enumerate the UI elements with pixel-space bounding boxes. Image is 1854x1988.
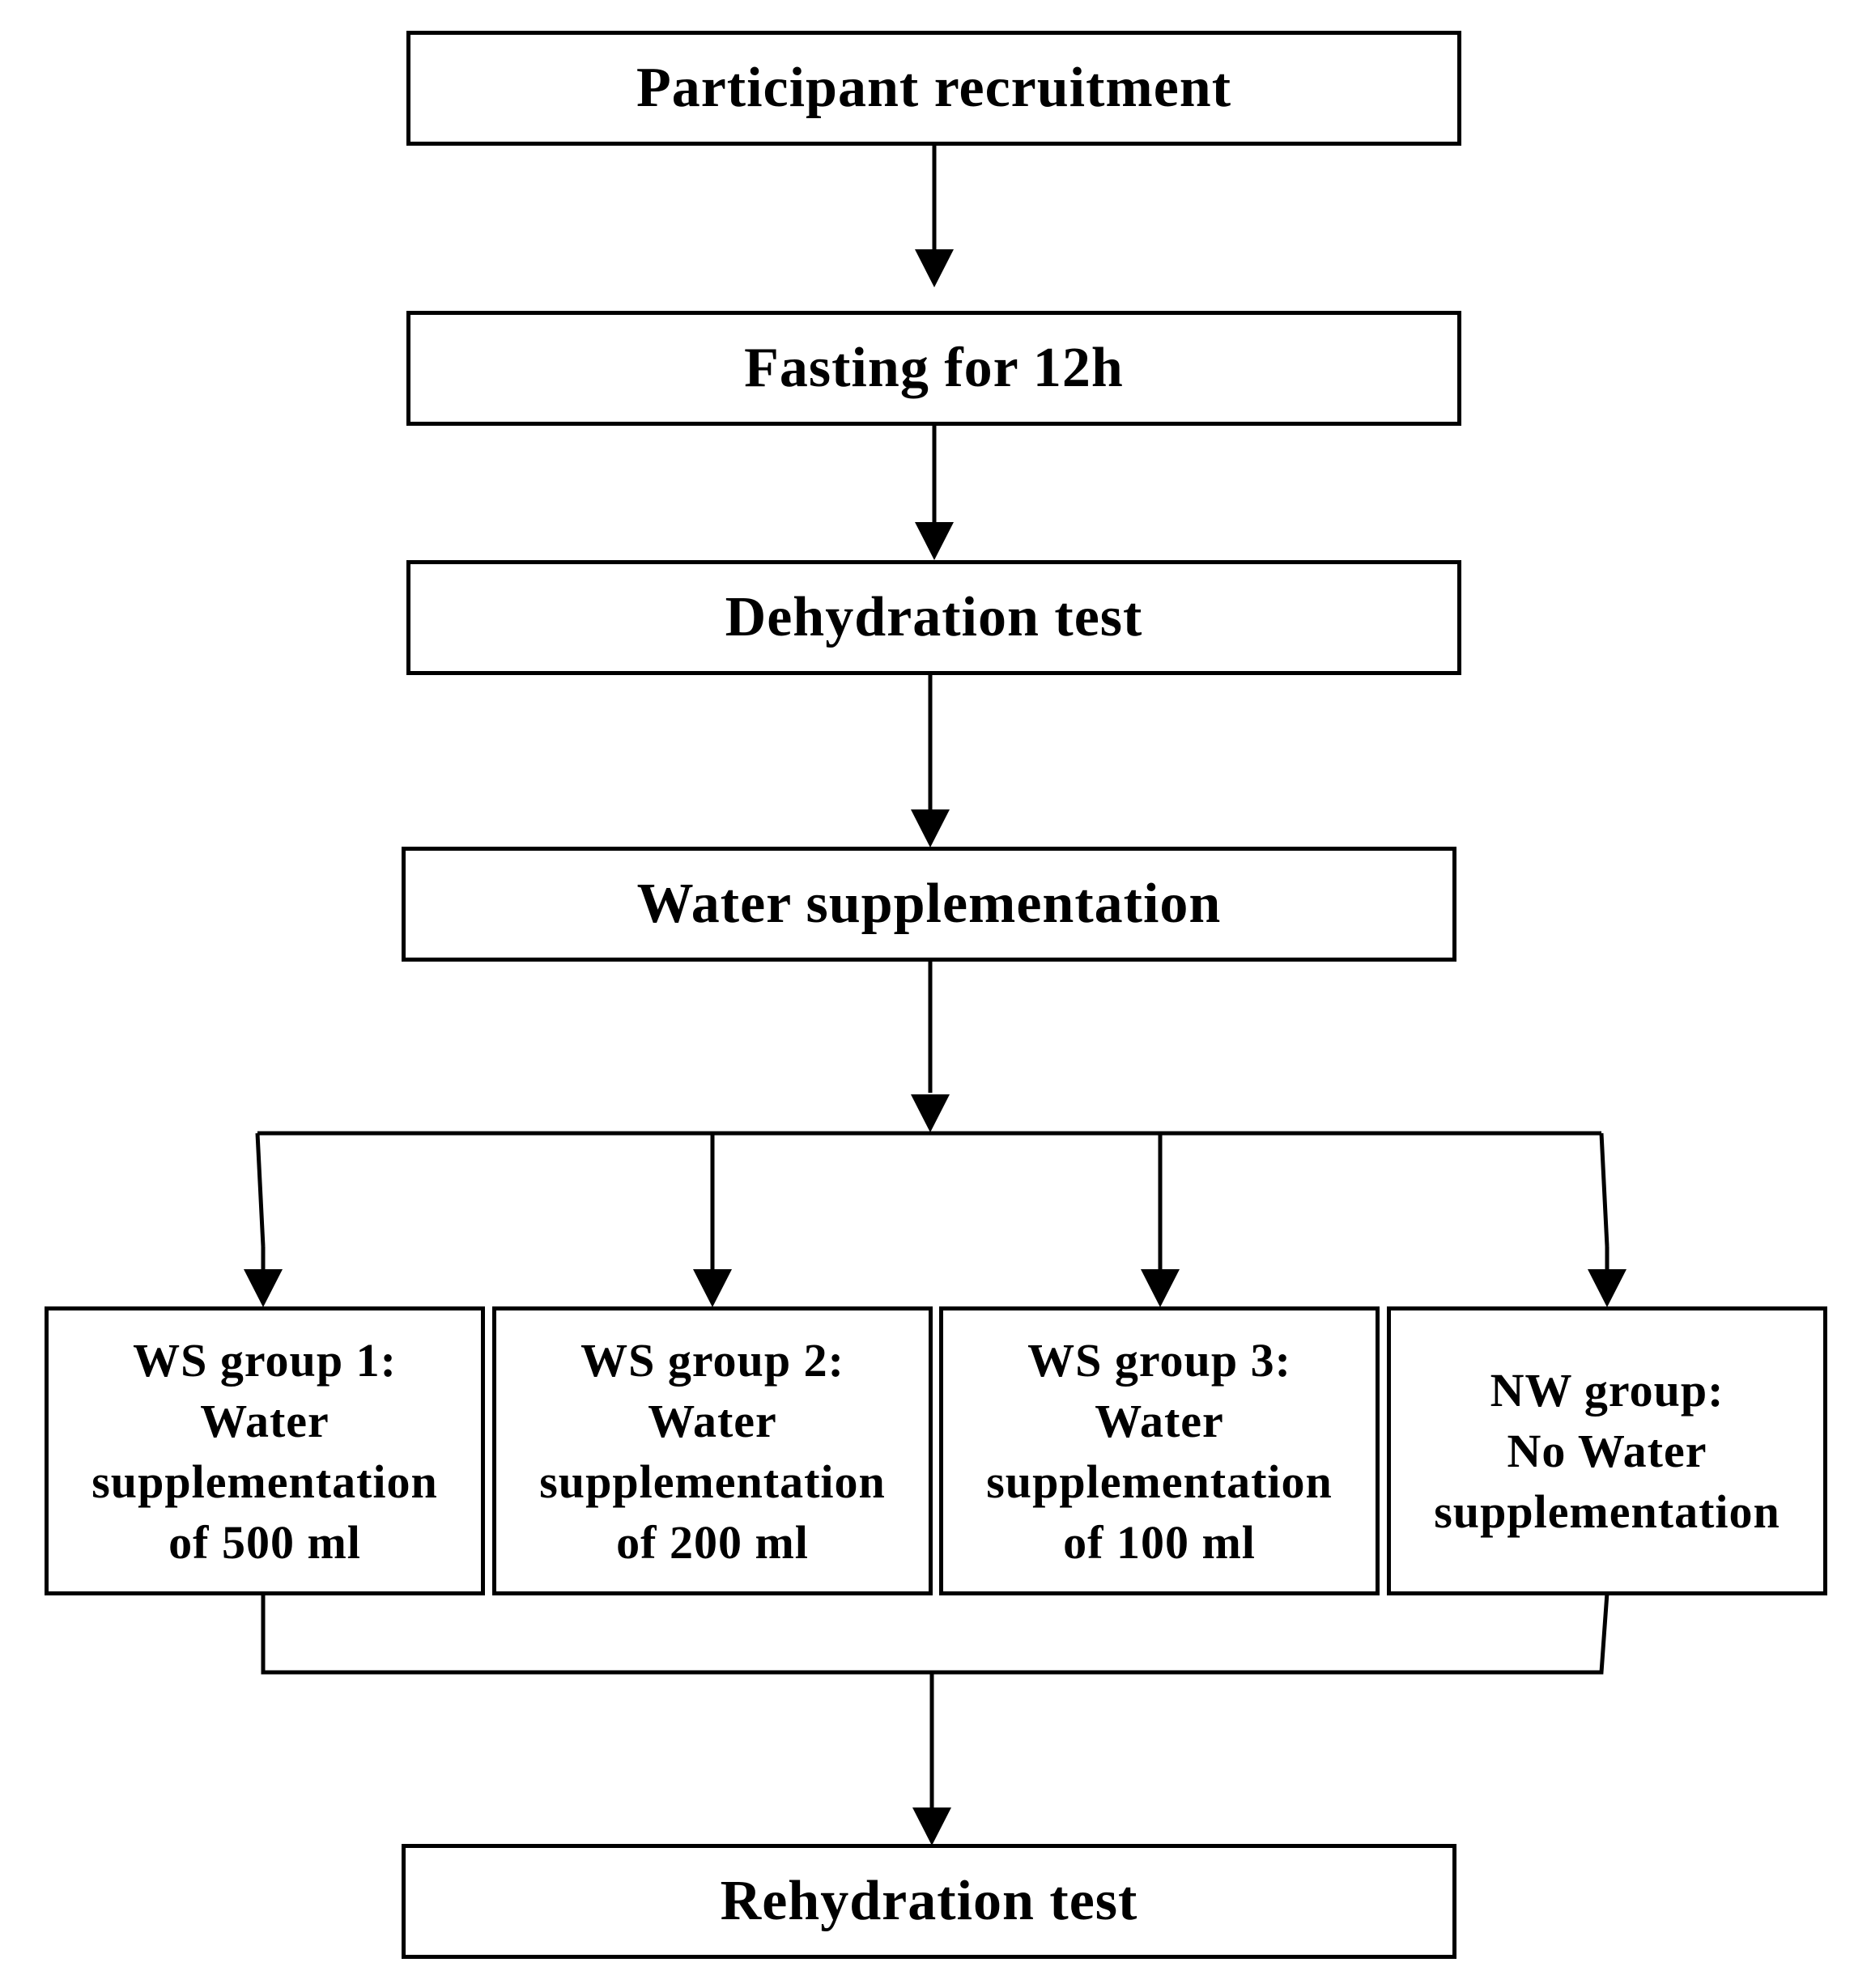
group-box-ws-1: WS group 1: Water supplementation of 500… [45,1306,485,1595]
step-label: Fasting for 12h [744,337,1124,399]
step-rehydration-test: Rehydration test [402,1844,1456,1959]
arrowhead-group-1 [244,1269,283,1307]
arrowhead-branch [911,1094,950,1132]
arrow-branch-to-group-1 [255,1132,266,1247]
group-box-nw: NW group: No Water supplementation [1387,1306,1827,1595]
arrow-branch-to-group-4 [1599,1132,1609,1247]
group-box-ws-2: WS group 2: Water supplementation of 200… [492,1306,933,1595]
step-dehydration-test: Dehydration test [406,560,1461,675]
step-label: Participant recruitment [636,57,1232,119]
step-label: Water supplementation [636,873,1222,935]
group-line: supplementation [986,1455,1333,1508]
arrowhead-fasting [915,249,954,287]
group-title: WS group 1: [133,1333,397,1387]
arrowhead-rehydration [912,1807,951,1846]
group-line: supplementation [91,1455,438,1508]
step-water-supplementation: Water supplementation [402,847,1456,962]
step-label: Dehydration test [725,586,1143,648]
group-line: Water [648,1394,777,1447]
group-box-ws-3: WS group 3: Water supplementation of 100… [939,1306,1380,1595]
group-line: supplementation [539,1455,886,1508]
arrowhead-supplementation [911,809,950,847]
group-line: Water [1095,1394,1224,1447]
arrowhead-dehydration [915,522,954,560]
group-title: NW group: [1490,1364,1724,1417]
arrowhead-group-3 [1141,1269,1180,1307]
group-line: of 200 ml [616,1515,809,1569]
group-line: No Water [1507,1425,1707,1477]
step-participant-recruitment: Participant recruitment [406,31,1461,146]
group-line: of 100 ml [1063,1515,1256,1569]
group-line: Water [200,1394,330,1447]
group-title: WS group 3: [1027,1333,1291,1387]
group-line: supplementation [1434,1485,1780,1538]
step-label: Rehydration test [720,1870,1138,1932]
step-fasting: Fasting for 12h [406,311,1461,426]
group-title: WS group 2: [580,1333,844,1387]
merge-line [261,1592,1609,1675]
arrowhead-group-2 [693,1269,732,1307]
group-line: of 500 ml [168,1515,361,1569]
arrowhead-group-4 [1588,1269,1627,1307]
